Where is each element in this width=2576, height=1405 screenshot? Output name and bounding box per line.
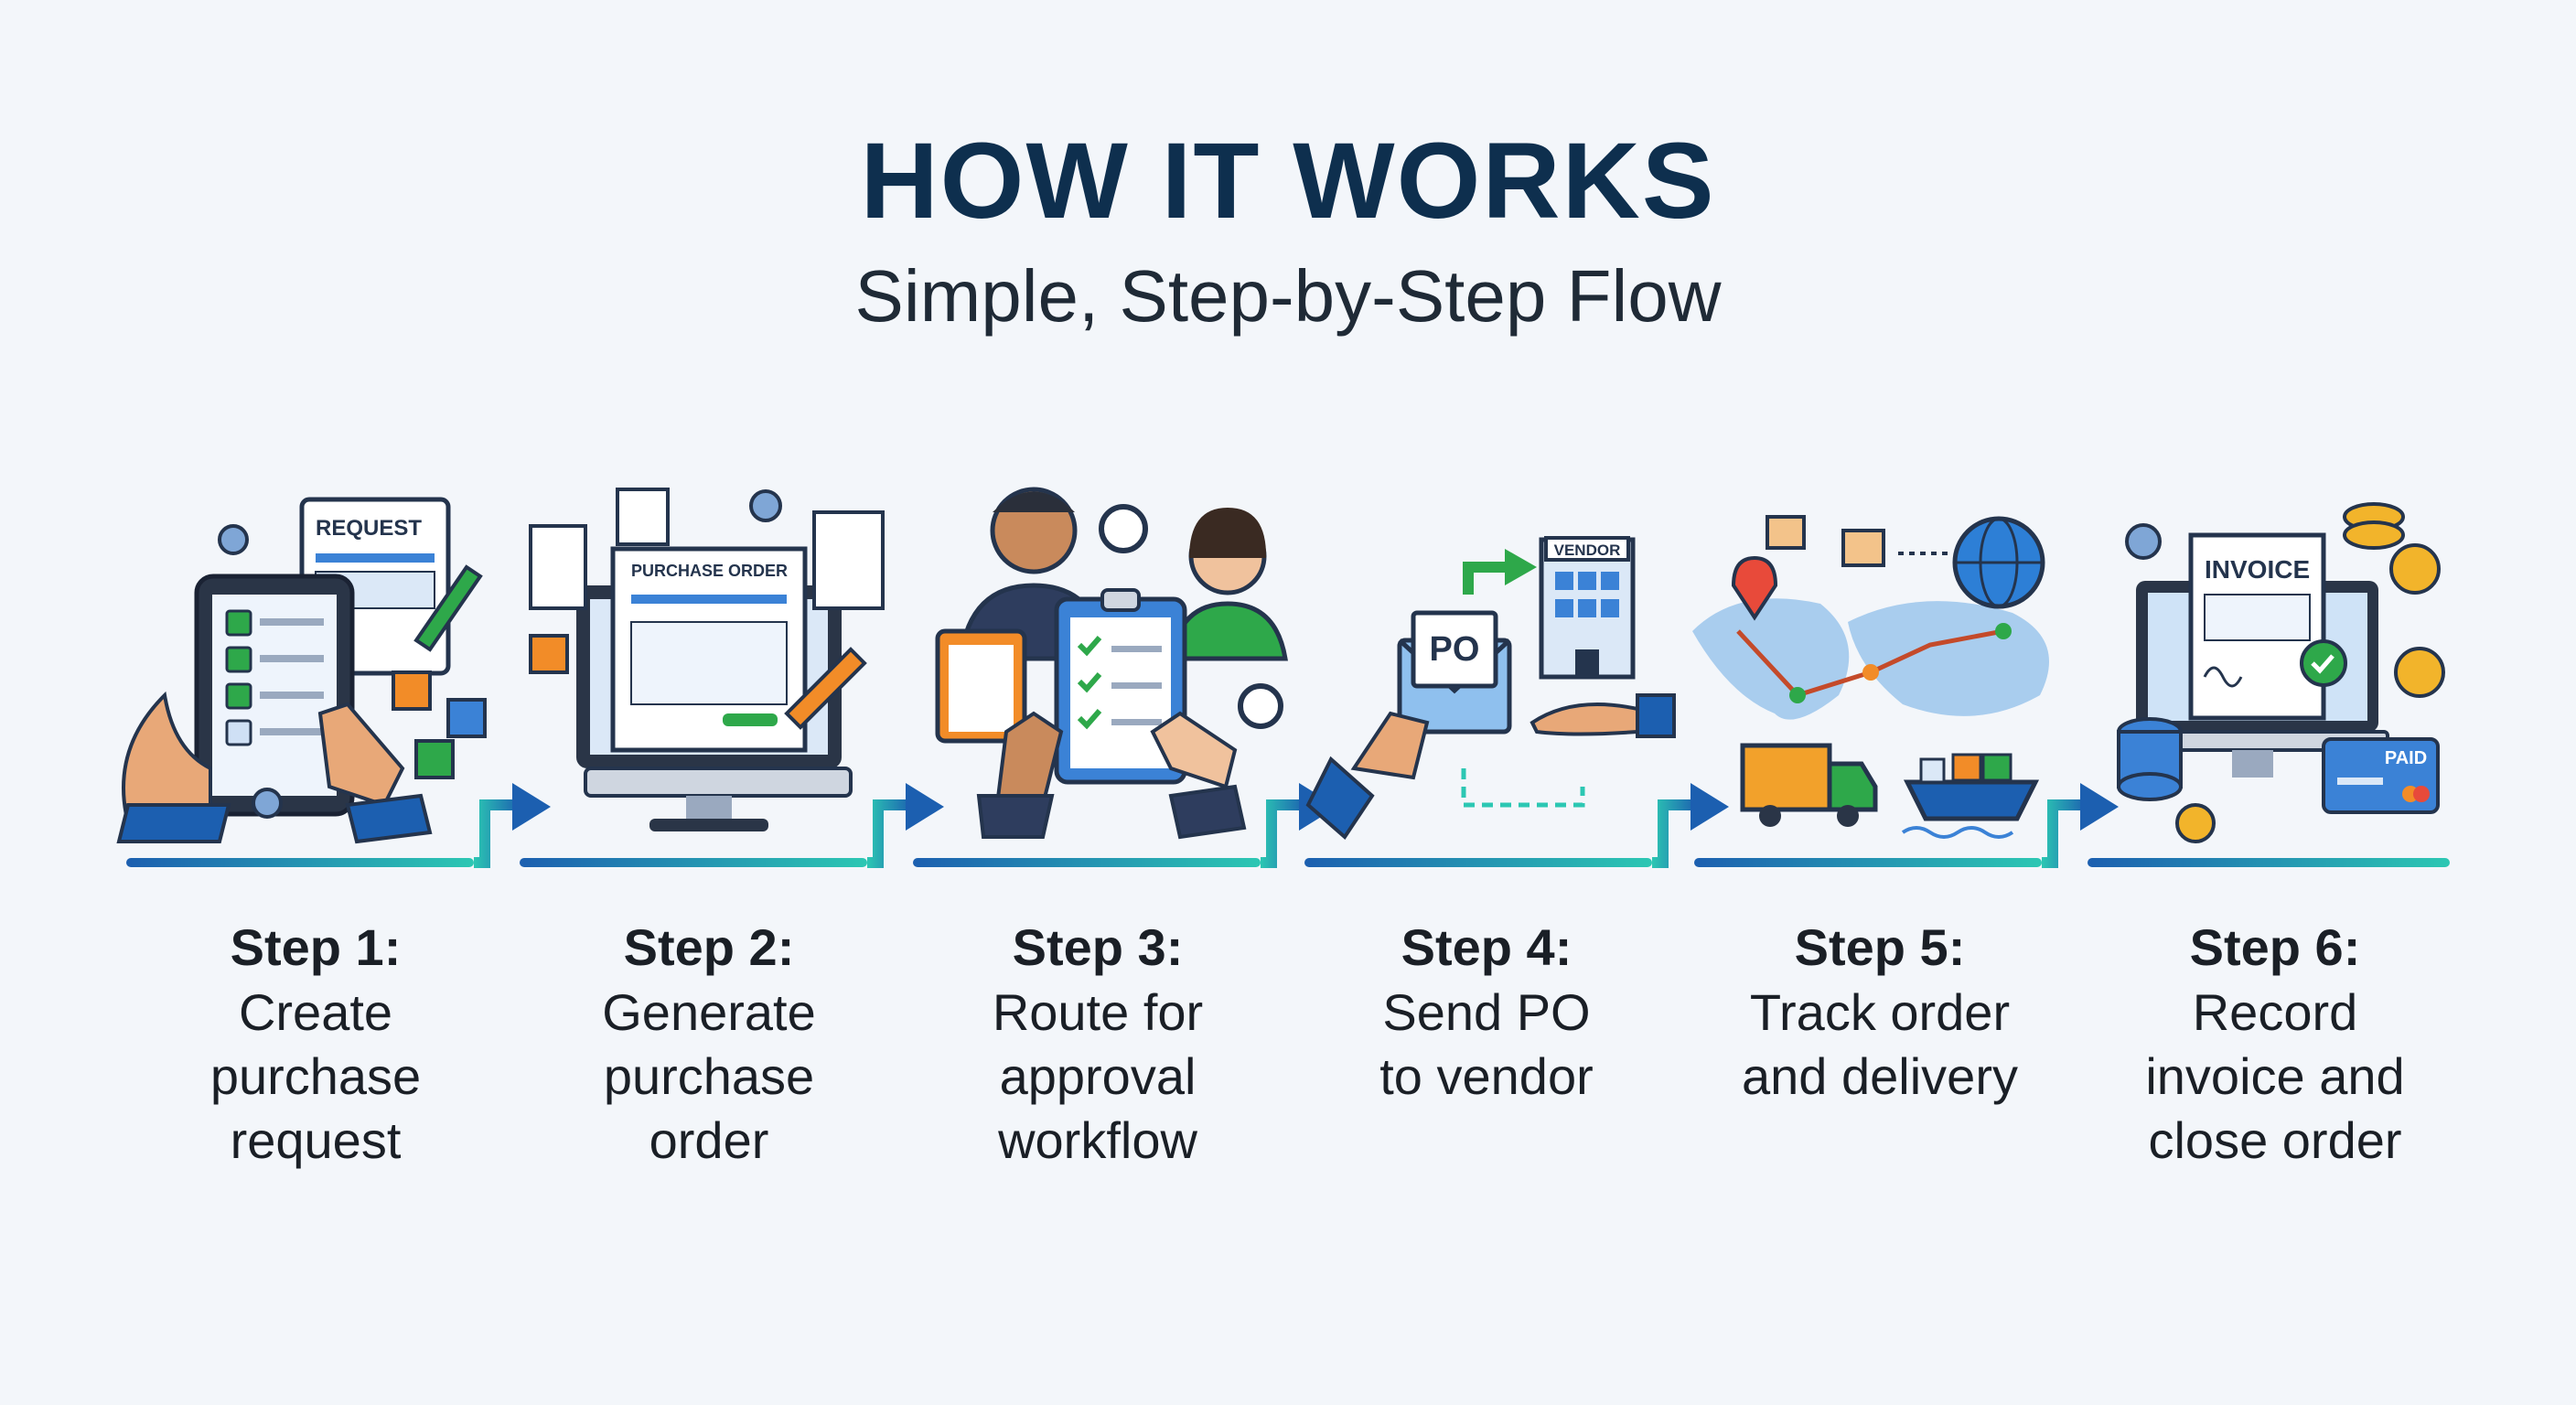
paid-card-label: PAID — [2385, 748, 2427, 768]
timeline — [126, 858, 2450, 867]
step-5-text: Track order and delivery — [1742, 983, 2018, 1105]
step-5-label: Step 5: — [1794, 918, 1966, 976]
approvers-clipboard-icon — [935, 487, 1288, 840]
step-1-text: Create purchase request — [209, 983, 422, 1169]
step-3-text: Route for approval workflow — [992, 983, 1204, 1169]
arrow-4-icon — [1652, 783, 1729, 868]
request-doc-label: REQUEST — [316, 516, 422, 541]
step-6-text: Record invoice and close order — [2145, 983, 2405, 1169]
step-4: Step 4: Send PO to vendor — [1290, 915, 1683, 1109]
step-6: Step 6: Record invoice and close order — [2078, 915, 2472, 1173]
world-map-shipping-icon — [1692, 515, 2049, 839]
step-3: Step 3: Route for approval workflow — [901, 915, 1294, 1173]
arrow-1-icon — [474, 783, 551, 868]
page-subtitle: Simple, Step-by-Step Flow — [854, 255, 1722, 337]
po-envelope-label: PO — [1430, 630, 1480, 669]
step-3-label: Step 3: — [1012, 918, 1184, 976]
step-1-label: Step 1: — [230, 918, 402, 976]
step-4-label: Step 4: — [1401, 918, 1572, 976]
purchase-order-doc-label: PURCHASE ORDER — [631, 562, 788, 580]
tablet-checklist-icon: REQUEST — [116, 497, 487, 844]
arrow-5-icon — [2042, 783, 2119, 868]
step-5: Step 5: Track order and delivery — [1683, 915, 2077, 1109]
page-title: HOW IT WORKS — [860, 121, 1716, 241]
monitor-purchase-order-icon: PURCHASE ORDER — [529, 488, 885, 831]
step-1: Step 1: Create purchase request — [119, 915, 512, 1173]
envelope-vendor-icon: PO VENDOR — [1305, 536, 1676, 841]
step-2-text: Generate purchase order — [602, 983, 816, 1169]
arrow-2-icon — [867, 783, 944, 868]
step-2-label: Step 2: — [623, 918, 795, 976]
step-6-label: Step 6: — [2189, 918, 2361, 976]
step-2: Step 2: Generate purchase order — [512, 915, 906, 1173]
invoice-doc-label: INVOICE — [2205, 555, 2310, 584]
step-4-text: Send PO to vendor — [1379, 983, 1594, 1105]
vendor-sign-label: VENDOR — [1554, 542, 1621, 559]
invoice-payment-icon: INVOICE PAID — [2117, 502, 2445, 843]
